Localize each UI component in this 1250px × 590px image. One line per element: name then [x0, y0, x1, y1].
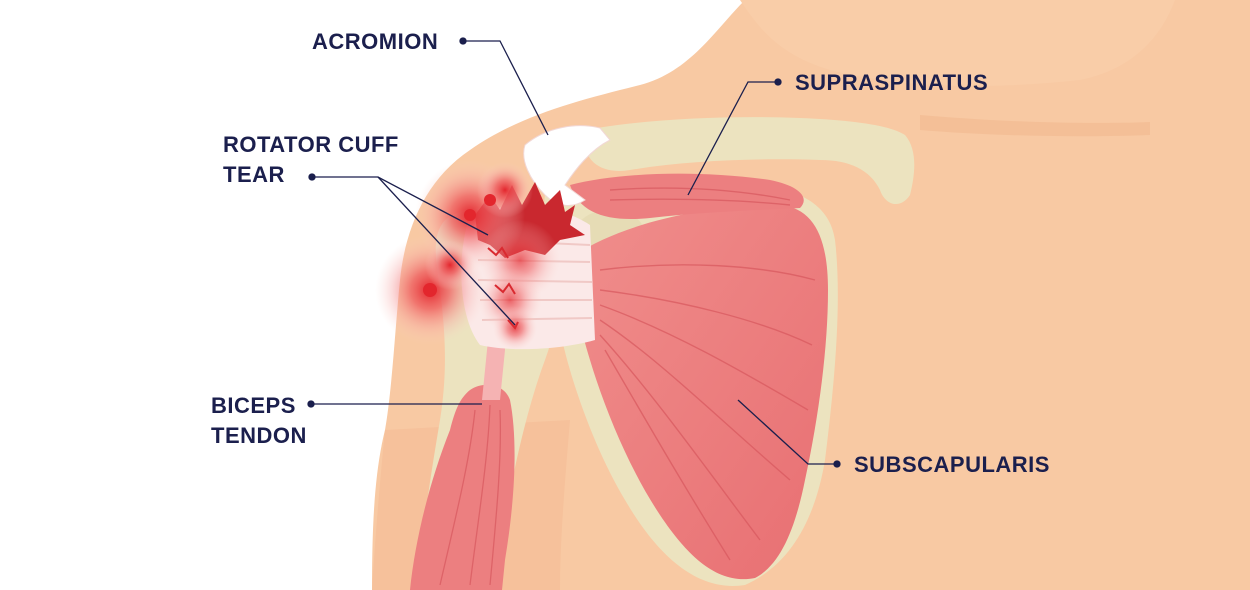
muscle-fibers [599, 187, 816, 561]
biceps-tendon-line2: TENDON [211, 423, 307, 448]
rotator-cuff-tear-label: ROTATOR CUFF TEAR [223, 130, 399, 190]
subscapularis-label-text: SUBSCAPULARIS [854, 452, 1050, 477]
supraspinatus-label-text: SUPRASPINATUS [795, 70, 989, 95]
biceps-tendon [482, 334, 505, 400]
acromion-label: ACROMION [312, 27, 438, 57]
rotator-cuff-tear-line2: TEAR [223, 162, 285, 187]
biceps-tendon-label: BICEPS TENDON [211, 391, 307, 451]
leader-lines [307, 37, 841, 468]
subscapularis-muscle [573, 205, 828, 580]
rotator-cuff-tear-line1: ROTATOR CUFF [223, 132, 399, 157]
acromion-ligament [523, 125, 611, 206]
neck-shadow [740, 0, 1175, 86]
skin-shadow [920, 115, 1150, 137]
inflammation-spots [375, 160, 560, 350]
tear-marks [487, 246, 519, 330]
clavicle-bone [584, 117, 915, 205]
supraspinatus-label: SUPRASPINATUS [795, 68, 988, 98]
supraspinatus-muscle [570, 173, 804, 220]
subscapularis-label: SUBSCAPULARIS [854, 450, 1050, 480]
acromion-label-text: ACROMION [312, 29, 439, 54]
biceps-fibers [439, 404, 502, 586]
biceps-tendon-line1: BICEPS [211, 393, 296, 418]
